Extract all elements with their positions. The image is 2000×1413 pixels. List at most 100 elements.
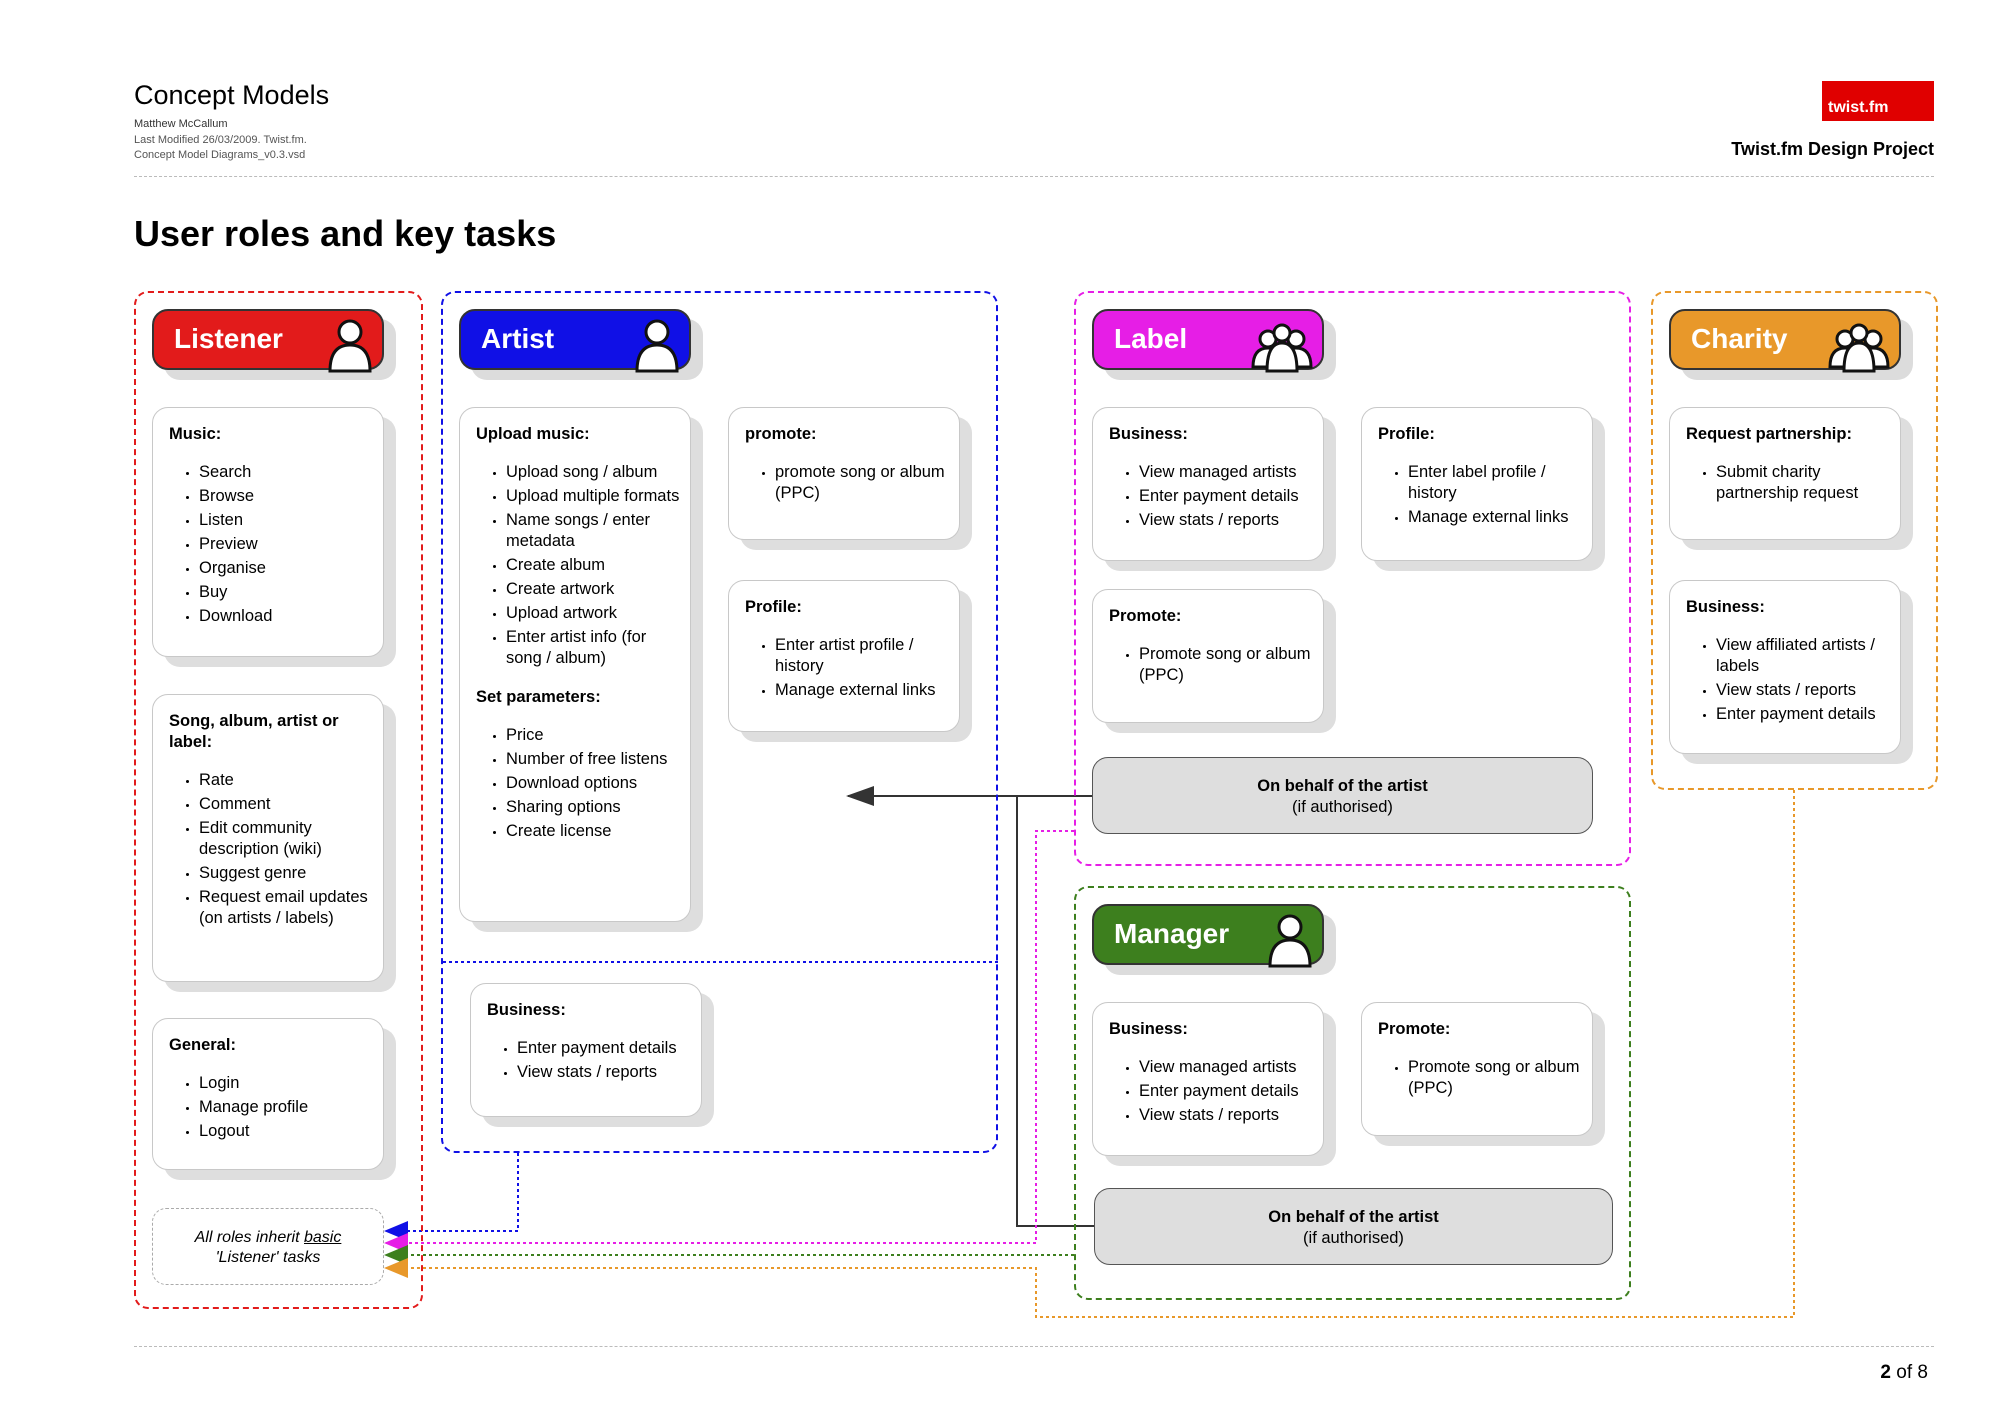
list-item: Submit charity partnership request	[1716, 462, 1890, 504]
list-item: Edit community description (wiki)	[199, 818, 373, 860]
role-charity-name: Charity	[1691, 323, 1788, 354]
card-title: Promote:	[1378, 1020, 1451, 1038]
list-item: Comment	[199, 794, 373, 815]
card-title: Profile:	[1378, 425, 1435, 443]
task-list: Search Browse Listen Preview Organise Bu…	[169, 462, 373, 627]
project-name: Twist.fm Design Project	[1731, 139, 1934, 159]
label-inherit-arrow	[384, 830, 1074, 1253]
task-list: Login Manage profile Logout	[169, 1073, 373, 1142]
list-item: Price	[506, 725, 680, 746]
label-region	[1074, 291, 1631, 866]
charity-region	[1651, 291, 1938, 790]
header-divider	[134, 176, 1934, 177]
card-title: Promote:	[1109, 607, 1182, 625]
list-item: Sharing options	[506, 797, 680, 818]
list-item: View affiliated artists / labels	[1716, 635, 1890, 677]
list-item: Name songs / enter metadata	[506, 510, 680, 552]
list-item: Rate	[199, 770, 373, 791]
task-list: promote song or album (PPC)	[745, 462, 949, 504]
list-item: Enter artist info (for song / album)	[506, 627, 680, 669]
group-icon	[1250, 321, 1314, 380]
card-title: Business:	[1109, 425, 1188, 443]
task-list: Price Number of free listens Download op…	[476, 725, 680, 842]
role-label: Label	[1092, 309, 1324, 373]
list-item: promote song or album (PPC)	[775, 462, 949, 504]
onbehalf-sub: (if authorised)	[1303, 1229, 1404, 1247]
list-item: Upload song / album	[506, 462, 680, 483]
list-item: Buy	[199, 582, 373, 603]
task-list: Promote song or album (PPC)	[1378, 1057, 1582, 1099]
doc-modified: Last Modified 26/03/2009. Twist.fm.	[134, 134, 307, 146]
artist-region	[441, 291, 998, 1153]
artist-inherit-arrow	[384, 1153, 519, 1241]
manager-onbehalf-connector	[1016, 796, 1094, 1227]
card-title: General:	[169, 1036, 236, 1054]
inherit-post: 'Listener' tasks	[215, 1249, 321, 1266]
task-list: Promote song or album (PPC)	[1109, 644, 1313, 686]
card-title: Profile:	[745, 598, 802, 616]
footer-divider	[134, 1346, 1934, 1347]
manager-promote-card: Promote: Promote song or album (PPC)	[1361, 1002, 1593, 1136]
listener-region	[134, 291, 423, 1309]
doc-filename: Concept Model Diagrams_v0.3.vsd	[134, 149, 306, 161]
list-item: Enter artist profile / history	[775, 635, 949, 677]
role-manager-name: Manager	[1114, 918, 1230, 949]
page-sep: of	[1896, 1362, 1913, 1383]
list-item: Preview	[199, 534, 373, 555]
task-list: Enter label profile / history Manage ext…	[1378, 462, 1582, 528]
card-title: Business:	[1686, 598, 1765, 616]
list-item: Logout	[199, 1121, 373, 1142]
list-item: Download	[199, 606, 373, 627]
role-artist: Artist	[459, 309, 691, 373]
task-list: Upload song / album Upload multiple form…	[476, 462, 680, 669]
list-item: View managed artists	[1139, 1057, 1313, 1078]
list-item: Upload multiple formats	[506, 486, 680, 507]
list-item: Enter payment details	[517, 1038, 691, 1059]
list-item: Create album	[506, 555, 680, 576]
person-icon	[1266, 912, 1314, 975]
list-item: Upload artwork	[506, 603, 680, 624]
manager-onbehalf-box: On behalf of the artist (if authorised)	[1094, 1188, 1613, 1265]
person-icon	[633, 317, 681, 380]
twistfm-logo: twist.fm	[1822, 81, 1934, 121]
artist-upload-card: Upload music: Upload song / album Upload…	[459, 407, 691, 922]
listener-music-card: Music: Search Browse Listen Preview Orga…	[152, 407, 384, 657]
card-title: Business:	[1109, 1020, 1188, 1038]
manager-region	[1074, 886, 1631, 1300]
task-list: View affiliated artists / labels View st…	[1686, 635, 1890, 725]
listener-song-card: Song, album, artist or label: Rate Comme…	[152, 694, 384, 982]
list-item: Number of free listens	[506, 749, 680, 770]
label-business-card: Business: View managed artists Enter pay…	[1092, 407, 1324, 561]
role-manager: Manager	[1092, 904, 1324, 968]
inherit-pre: All roles inherit	[194, 1229, 304, 1246]
onbehalf-title: On behalf of the artist	[1268, 1208, 1439, 1226]
list-item: Browse	[199, 486, 373, 507]
card-subtitle: Set parameters:	[476, 688, 601, 706]
page-current: 2	[1880, 1362, 1891, 1383]
list-item: Request email updates (on artists / labe…	[199, 887, 373, 929]
group-icon	[1827, 321, 1891, 380]
list-item: Enter label profile / history	[1408, 462, 1582, 504]
list-item: View stats / reports	[1139, 1105, 1313, 1126]
list-item: Manage external links	[775, 680, 949, 701]
artist-promote-card: promote: promote song or album (PPC)	[728, 407, 960, 540]
card-title: Request partnership:	[1686, 425, 1852, 443]
task-list: View managed artists Enter payment detai…	[1109, 462, 1313, 531]
role-listener: Listener	[152, 309, 384, 373]
list-item: View stats / reports	[517, 1062, 691, 1083]
list-item: View stats / reports	[1716, 680, 1890, 701]
card-title: promote:	[745, 425, 817, 443]
role-artist-name: Artist	[481, 323, 555, 354]
inherit-note: All roles inherit basic 'Listener' tasks	[152, 1208, 384, 1285]
doc-author: Matthew McCallum	[134, 118, 228, 130]
list-item: Promote song or album (PPC)	[1139, 644, 1313, 686]
manager-business-card: Business: View managed artists Enter pay…	[1092, 1002, 1324, 1156]
list-item: Create artwork	[506, 579, 680, 600]
list-item: Organise	[199, 558, 373, 579]
list-item: Download options	[506, 773, 680, 794]
list-item: Manage external links	[1408, 507, 1582, 528]
card-title: Song, album, artist or label:	[169, 712, 339, 751]
task-list: View managed artists Enter payment detai…	[1109, 1057, 1313, 1126]
card-title: Business:	[487, 1001, 566, 1019]
